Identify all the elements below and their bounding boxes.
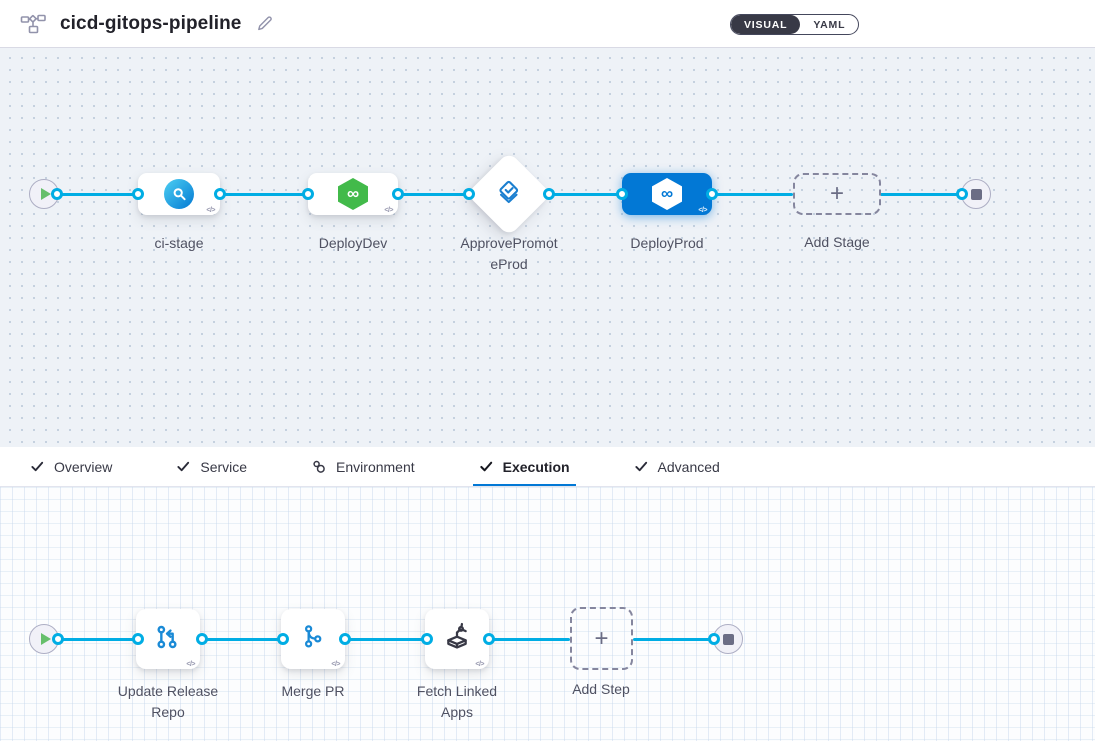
tab-label: Overview (54, 458, 113, 475)
link-port[interactable] (616, 188, 628, 200)
add-step-label: Add Step (572, 681, 630, 697)
stage-node-deployprod[interactable]: ∞ </> (622, 173, 712, 215)
execution-end-button[interactable] (713, 624, 743, 654)
link-port[interactable] (339, 633, 351, 645)
cd-deploy-icon: ∞ (338, 178, 368, 210)
stage-label: DeployDev (318, 235, 388, 251)
code-icon: </> (186, 661, 195, 668)
step-node-fetch-linked-apps[interactable]: </> (425, 609, 489, 669)
check-icon (176, 459, 191, 474)
step-label: Update Release Repo (117, 683, 219, 720)
stage-label: ApprovePromoteProd (460, 235, 558, 272)
flow-line (57, 192, 139, 196)
check-icon (30, 459, 45, 474)
link-port[interactable] (392, 188, 404, 200)
approval-icon (495, 180, 523, 208)
link-port[interactable] (214, 188, 226, 200)
execution-step-canvas[interactable]: </> Update Release Repo </> Merge PR (0, 487, 1095, 741)
link-port[interactable] (52, 633, 64, 645)
ci-build-icon (164, 179, 194, 209)
add-stage-label: Add Stage (804, 234, 870, 250)
execution-start-button[interactable] (29, 624, 59, 654)
cd-deploy-icon: ∞ (652, 178, 682, 210)
play-icon (40, 188, 51, 200)
merge-pr-icon (298, 622, 328, 657)
link-port[interactable] (302, 188, 314, 200)
pipeline-icon (20, 13, 46, 35)
code-icon: </> (331, 661, 340, 668)
link-port[interactable] (543, 188, 555, 200)
stage-label: DeployProd (630, 235, 704, 251)
flow-line (633, 637, 714, 641)
play-icon (40, 633, 51, 645)
code-icon: </> (475, 661, 484, 668)
page-title: cicd-gitops-pipeline (60, 12, 242, 34)
stop-icon (970, 188, 982, 200)
tab-environment[interactable]: Environment (311, 447, 415, 486)
tab-label: Execution (502, 458, 570, 475)
link-port[interactable] (463, 188, 475, 200)
visual-toggle-button[interactable]: VISUAL (731, 15, 801, 34)
link-port[interactable] (196, 633, 208, 645)
link-port[interactable] (277, 633, 289, 645)
tab-label: Environment (336, 458, 415, 475)
check-icon (634, 459, 649, 474)
environment-icon (311, 459, 327, 475)
link-port[interactable] (132, 633, 144, 645)
step-node-update-release-repo[interactable]: </> (136, 609, 200, 669)
link-port[interactable] (132, 188, 144, 200)
flow-line (712, 192, 793, 196)
code-icon: </> (698, 207, 707, 214)
link-port[interactable] (51, 188, 63, 200)
tab-execution[interactable]: Execution (472, 447, 576, 486)
link-port[interactable] (956, 188, 968, 200)
code-icon: </> (384, 207, 393, 214)
step-node-merge-pr[interactable]: </> (281, 609, 345, 669)
link-port[interactable] (483, 633, 495, 645)
plus-icon: + (829, 180, 844, 207)
link-port[interactable] (706, 188, 718, 200)
update-repo-icon (152, 621, 184, 658)
stage-canvas[interactable]: </> ci-stage ∞ </> DeployDev ApproveProm… (0, 48, 1095, 447)
flow-line (58, 637, 138, 641)
edit-pencil-icon[interactable] (255, 14, 274, 33)
pipeline-header: cicd-gitops-pipeline VISUAL YAML (0, 0, 1095, 48)
plus-icon: + (594, 624, 609, 652)
link-port[interactable] (708, 633, 720, 645)
add-step-button[interactable]: + (570, 607, 633, 670)
step-label: Fetch Linked Apps (416, 683, 498, 720)
check-icon (479, 459, 494, 474)
link-port[interactable] (421, 633, 433, 645)
code-icon: </> (206, 207, 215, 214)
fetch-linked-apps-icon (441, 621, 473, 658)
tab-label: Service (200, 458, 248, 475)
visual-yaml-toggle: VISUAL YAML (730, 14, 860, 35)
step-label: Merge PR (281, 683, 345, 699)
stage-node-deploydev[interactable]: ∞ </> (308, 173, 398, 215)
tab-overview[interactable]: Overview (30, 447, 112, 486)
flow-line (880, 192, 962, 196)
flow-line (489, 637, 570, 641)
flow-line (398, 192, 469, 196)
stage-node-approvepromoteprod[interactable] (466, 151, 552, 237)
add-stage-button[interactable]: + (793, 173, 881, 215)
flow-line (220, 192, 308, 196)
stop-icon (722, 633, 734, 645)
flow-line (549, 192, 622, 196)
stage-config-tabs: Overview Service Environment Execution A… (0, 447, 1095, 487)
stage-node-ci-stage[interactable]: </> (138, 173, 220, 215)
flow-line (345, 637, 427, 641)
tab-label: Advanced (657, 458, 720, 475)
tab-advanced[interactable]: Advanced (634, 447, 720, 486)
stage-label: ci-stage (154, 235, 204, 251)
yaml-toggle-button[interactable]: YAML (800, 15, 858, 34)
flow-line (202, 637, 283, 641)
tab-service[interactable]: Service (176, 447, 247, 486)
